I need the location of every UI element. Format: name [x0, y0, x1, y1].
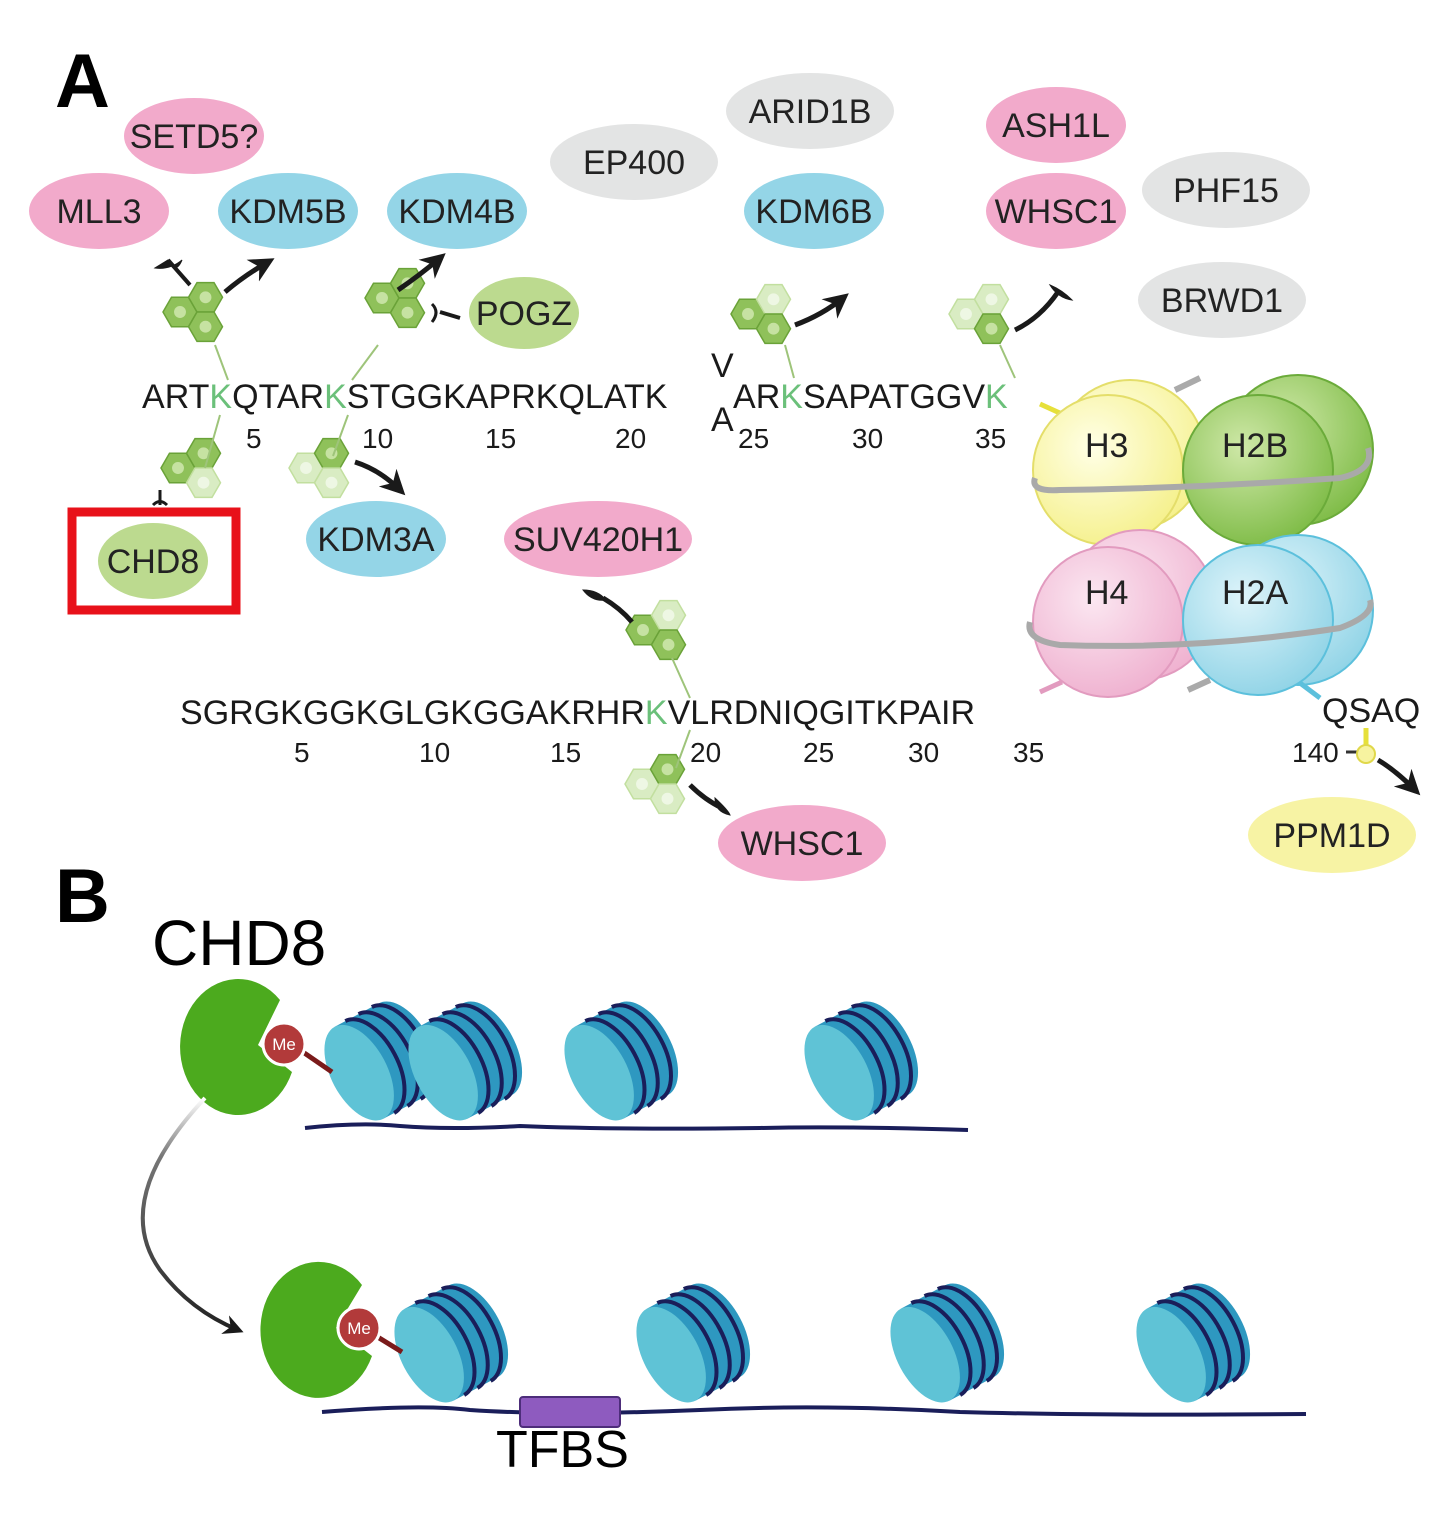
nucleosome-icon	[1136, 1283, 1251, 1403]
protein-label: WHSC1	[995, 193, 1118, 231]
dna-strand-top	[304, 1122, 969, 1132]
protein-label: ASH1L	[1002, 107, 1110, 145]
methyl-icon	[261, 1021, 307, 1067]
nucleosome-icon	[408, 1001, 523, 1121]
protein-label: CHD8	[107, 543, 200, 581]
panel-b-label: B	[55, 854, 110, 939]
panel-a-label: A	[55, 39, 110, 124]
protein-phf15: PHF15	[1140, 150, 1312, 230]
h3-num-30: 30	[852, 423, 883, 454]
lysine-stems	[204, 344, 1016, 769]
protein-label: KDM3A	[317, 521, 434, 559]
h2a-tail-sequence: QSAQ	[1322, 692, 1420, 730]
h4-num-5: 5	[294, 737, 310, 768]
protein-kdm5b: KDM5B	[216, 171, 360, 251]
protein-brwd1: BRWD1	[1136, 260, 1308, 340]
h3-num-15: 15	[485, 423, 516, 454]
protein-label: KDM5B	[229, 193, 346, 231]
chd8-title: CHD8	[152, 907, 326, 979]
arrow-icon	[1376, 757, 1421, 796]
protein-setd5: SETD5?	[122, 96, 266, 176]
chd8-top: Me	[180, 978, 334, 1115]
protein-label: SUV420H1	[513, 521, 683, 559]
h3-variant-v: V	[711, 347, 734, 385]
me-label-top: Me	[272, 1035, 296, 1054]
histone-octamer: H3 H2B H4 H2A	[1026, 374, 1374, 700]
histone-h4	[1032, 546, 1184, 698]
chd8-highlight-box	[67, 507, 241, 615]
h3-label: H3	[1085, 427, 1128, 465]
protein-label: KDM6B	[755, 193, 872, 231]
nucleosome-icon	[804, 1001, 919, 1121]
nucleosome-icon	[890, 1283, 1005, 1403]
protein-whsc1-h3: WHSC1	[984, 171, 1128, 251]
nucleosome-icon	[636, 1283, 751, 1403]
h4-label: H4	[1085, 574, 1128, 612]
h4-num-20: 20	[690, 737, 721, 768]
tfbs-label: TFBS	[496, 1421, 629, 1479]
nucleosome-icon	[324, 1001, 439, 1121]
protein-label: ARID1B	[749, 93, 872, 131]
h3-sequence: ARTKQTARKSTGGKAPRKQLATK	[142, 378, 668, 416]
methylation-marks	[160, 267, 1010, 815]
h3-num-20: 20	[615, 423, 646, 454]
h3-sequence-tail: ARKSAPATGGVK	[733, 378, 1008, 416]
h4-num-30: 30	[908, 737, 939, 768]
h4-num-35: 35	[1013, 737, 1044, 768]
h3-num-5: 5	[246, 423, 262, 454]
protein-label: EP400	[583, 144, 685, 182]
h3-num-25: 25	[738, 423, 769, 454]
h3-numbering: 5 10 15 20 25 30 35	[246, 423, 1006, 454]
protein-kdm3a: KDM3A	[304, 499, 448, 579]
h2a-tail-number: 140	[1292, 737, 1339, 768]
protein-ash1l: ASH1L	[984, 85, 1128, 165]
protein-kdm4b: KDM4B	[385, 171, 529, 251]
protein-whsc1-h4: WHSC1	[716, 803, 888, 883]
protein-labels: SETD5? MLL3 KDM5B KDM4B POGZ EP400 ARID1B KDM6B…	[27, 71, 1418, 883]
protein-mll3: MLL3	[27, 171, 171, 251]
me-label-bottom: Me	[347, 1319, 371, 1338]
phospho-site-icon	[1356, 744, 1376, 764]
protein-pogz: POGZ	[467, 275, 581, 351]
histone-h2b	[1182, 394, 1334, 546]
h3-num-10: 10	[362, 423, 393, 454]
protein-label: WHSC1	[741, 825, 864, 863]
protein-arid1b: ARID1B	[724, 71, 896, 151]
methyl-icon	[336, 1305, 382, 1351]
h3-num-35: 35	[975, 423, 1006, 454]
protein-label: PHF15	[1173, 172, 1279, 210]
h2b-label: H2B	[1222, 427, 1288, 465]
h4-sequence: SGRGKGGKGLGKGGAKRHRKVLRDNIQGITKPAIR	[180, 694, 975, 732]
h2a-label: H2A	[1222, 574, 1288, 612]
protein-chd8: CHD8	[96, 521, 210, 601]
protein-suv420h1: SUV420H1	[502, 499, 694, 579]
histone-h2a	[1182, 544, 1334, 696]
h4-num-10: 10	[419, 737, 450, 768]
chd8-bottom: Me	[260, 1261, 404, 1398]
dna-strand-bottom	[321, 1405, 1307, 1417]
protein-label: KDM4B	[398, 193, 515, 231]
protein-label: BRWD1	[1161, 282, 1283, 320]
protein-ppm1d: PPM1D	[1246, 795, 1418, 875]
reader-hooks	[151, 258, 1074, 816]
h4-num-25: 25	[803, 737, 834, 768]
h4-num-15: 15	[550, 737, 581, 768]
protein-label: SETD5?	[130, 118, 259, 156]
protein-kdm6b: KDM6B	[742, 171, 886, 251]
nucleosome-icon	[394, 1283, 509, 1403]
tfbs-box	[519, 1396, 621, 1428]
arrows	[223, 253, 849, 496]
protein-label: POGZ	[476, 295, 572, 333]
nucleosome-icon	[564, 1001, 679, 1121]
h3-variant-a: A	[711, 401, 734, 439]
nucleosomes	[324, 1001, 1251, 1403]
transition-arrow	[140, 1096, 244, 1334]
h4-numbering: 5 10 15 20 25 30 35	[294, 737, 1044, 768]
protein-label: MLL3	[56, 193, 141, 231]
protein-label: PPM1D	[1273, 817, 1390, 855]
protein-ep400: EP400	[548, 122, 720, 202]
histone-h3	[1032, 394, 1184, 546]
